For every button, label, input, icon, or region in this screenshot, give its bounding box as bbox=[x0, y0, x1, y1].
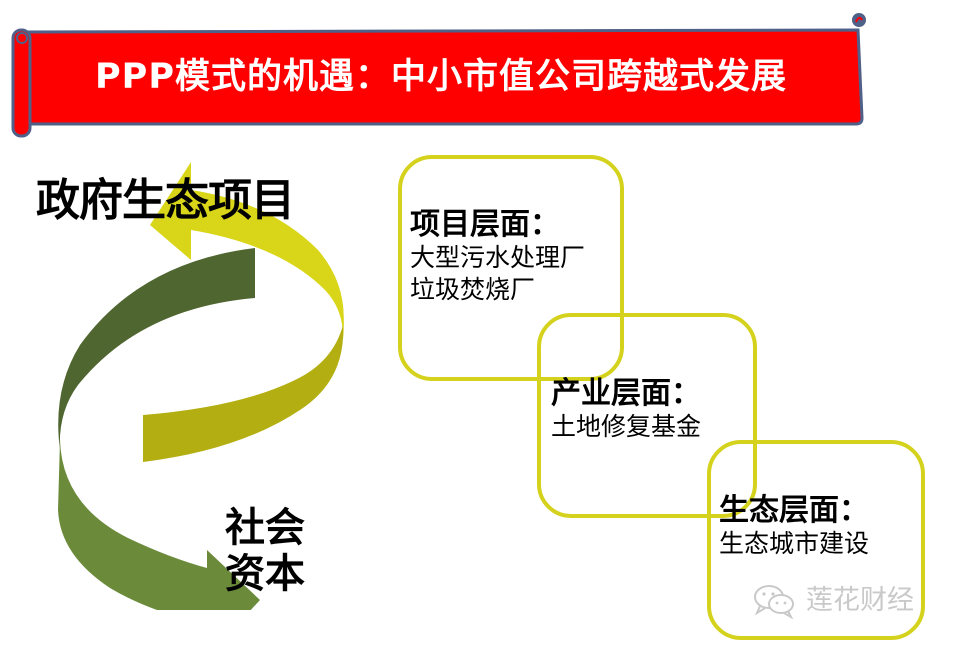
project-level-text: 项目层面： 大型污水处理厂 垃圾焚烧厂 bbox=[410, 208, 585, 306]
industry-level-heading: 产业层面： bbox=[551, 376, 701, 411]
yellow-arrow-lower bbox=[143, 325, 344, 462]
watermark-text: 莲花财经 bbox=[806, 585, 914, 616]
ecology-level-heading: 生态层面： bbox=[719, 493, 869, 528]
project-level-line: 垃圾焚烧厂 bbox=[410, 275, 536, 304]
green-arrow-lower bbox=[58, 440, 260, 610]
project-level-card bbox=[398, 155, 624, 381]
ecology-level-line: 生态城市建设 bbox=[719, 529, 870, 558]
yellow-arrow-head bbox=[150, 162, 344, 340]
cycle-arrows-diagram bbox=[58, 162, 344, 610]
green-arrow-upper bbox=[58, 248, 255, 450]
project-level-line: 大型污水处理厂 bbox=[410, 243, 586, 272]
ecology-level-card bbox=[707, 440, 925, 640]
industry-level-text: 产业层面： 土地修复基金 bbox=[551, 377, 701, 443]
social-capital-label: 社会资本 bbox=[225, 505, 305, 597]
government-project-label: 政府生态项目 bbox=[36, 175, 295, 226]
watermark: 莲花财经 bbox=[752, 583, 914, 619]
industry-level-line: 土地修复基金 bbox=[551, 412, 702, 441]
ecology-level-text: 生态层面： 生态城市建设 bbox=[719, 494, 869, 560]
banner-title: PPP模式的机遇：中小市值公司跨越式发展 bbox=[95, 57, 787, 97]
wechat-icon bbox=[754, 585, 794, 619]
project-level-heading: 项目层面： bbox=[410, 207, 560, 242]
industry-level-card bbox=[537, 313, 757, 518]
title-banner-scroll bbox=[11, 13, 866, 138]
